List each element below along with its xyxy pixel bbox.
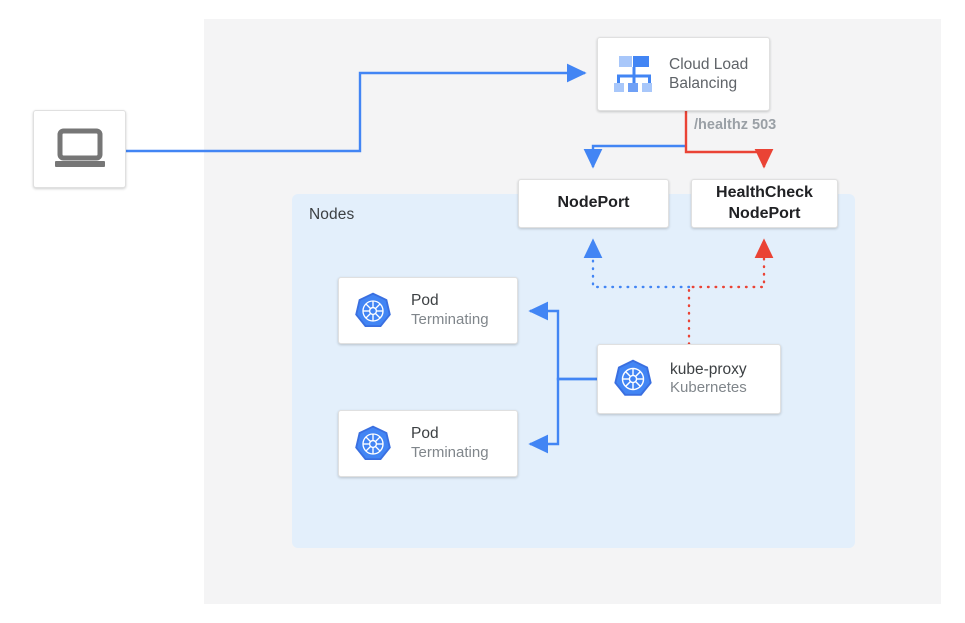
pod-1-text: Pod Terminating [411, 291, 489, 329]
cloud-load-balancing-icon [611, 51, 657, 97]
kubernetes-icon [612, 358, 654, 400]
kube-proxy-text: kube-proxy Kubernetes [670, 360, 747, 398]
nodeport-node[interactable]: NodePort [518, 179, 669, 228]
cloud-load-balancing-title-line1: Cloud Load [669, 55, 749, 73]
client-node[interactable] [33, 110, 126, 188]
healthcheck-nodeport-label-line2: NodePort [728, 204, 801, 222]
cloud-load-balancing-node[interactable]: Cloud Load Balancing [597, 37, 770, 111]
kube-proxy-node[interactable]: kube-proxy Kubernetes [597, 344, 781, 414]
cloud-load-balancing-text: Cloud Load Balancing [669, 55, 748, 94]
healthcheck-nodeport-node[interactable]: HealthCheck NodePort [691, 179, 838, 228]
healthcheck-nodeport-label-line1: HealthCheck [716, 183, 813, 201]
laptop-icon [54, 128, 106, 170]
pod-2-status: Terminating [411, 443, 489, 461]
pod-1-title: Pod [411, 292, 439, 310]
kubernetes-icon [353, 291, 393, 331]
nodeport-label: NodePort [557, 194, 630, 212]
pod-2-title: Pod [411, 425, 439, 443]
pod-2-text: Pod Terminating [411, 424, 489, 462]
pod-1-status: Terminating [411, 310, 489, 328]
pod-node-1[interactable]: Pod Terminating [338, 277, 518, 344]
kube-proxy-title: kube-proxy [670, 360, 747, 378]
kube-proxy-subtitle: Kubernetes [670, 379, 747, 397]
kubernetes-icon [353, 424, 393, 464]
healthz-status-label: /healthz 503 [694, 117, 777, 133]
pod-node-2[interactable]: Pod Terminating [338, 410, 518, 477]
cloud-load-balancing-title-line2: Balancing [669, 75, 738, 92]
healthcheck-nodeport-label: HealthCheck NodePort [716, 183, 813, 225]
nodes-region-label: Nodes [309, 206, 355, 223]
